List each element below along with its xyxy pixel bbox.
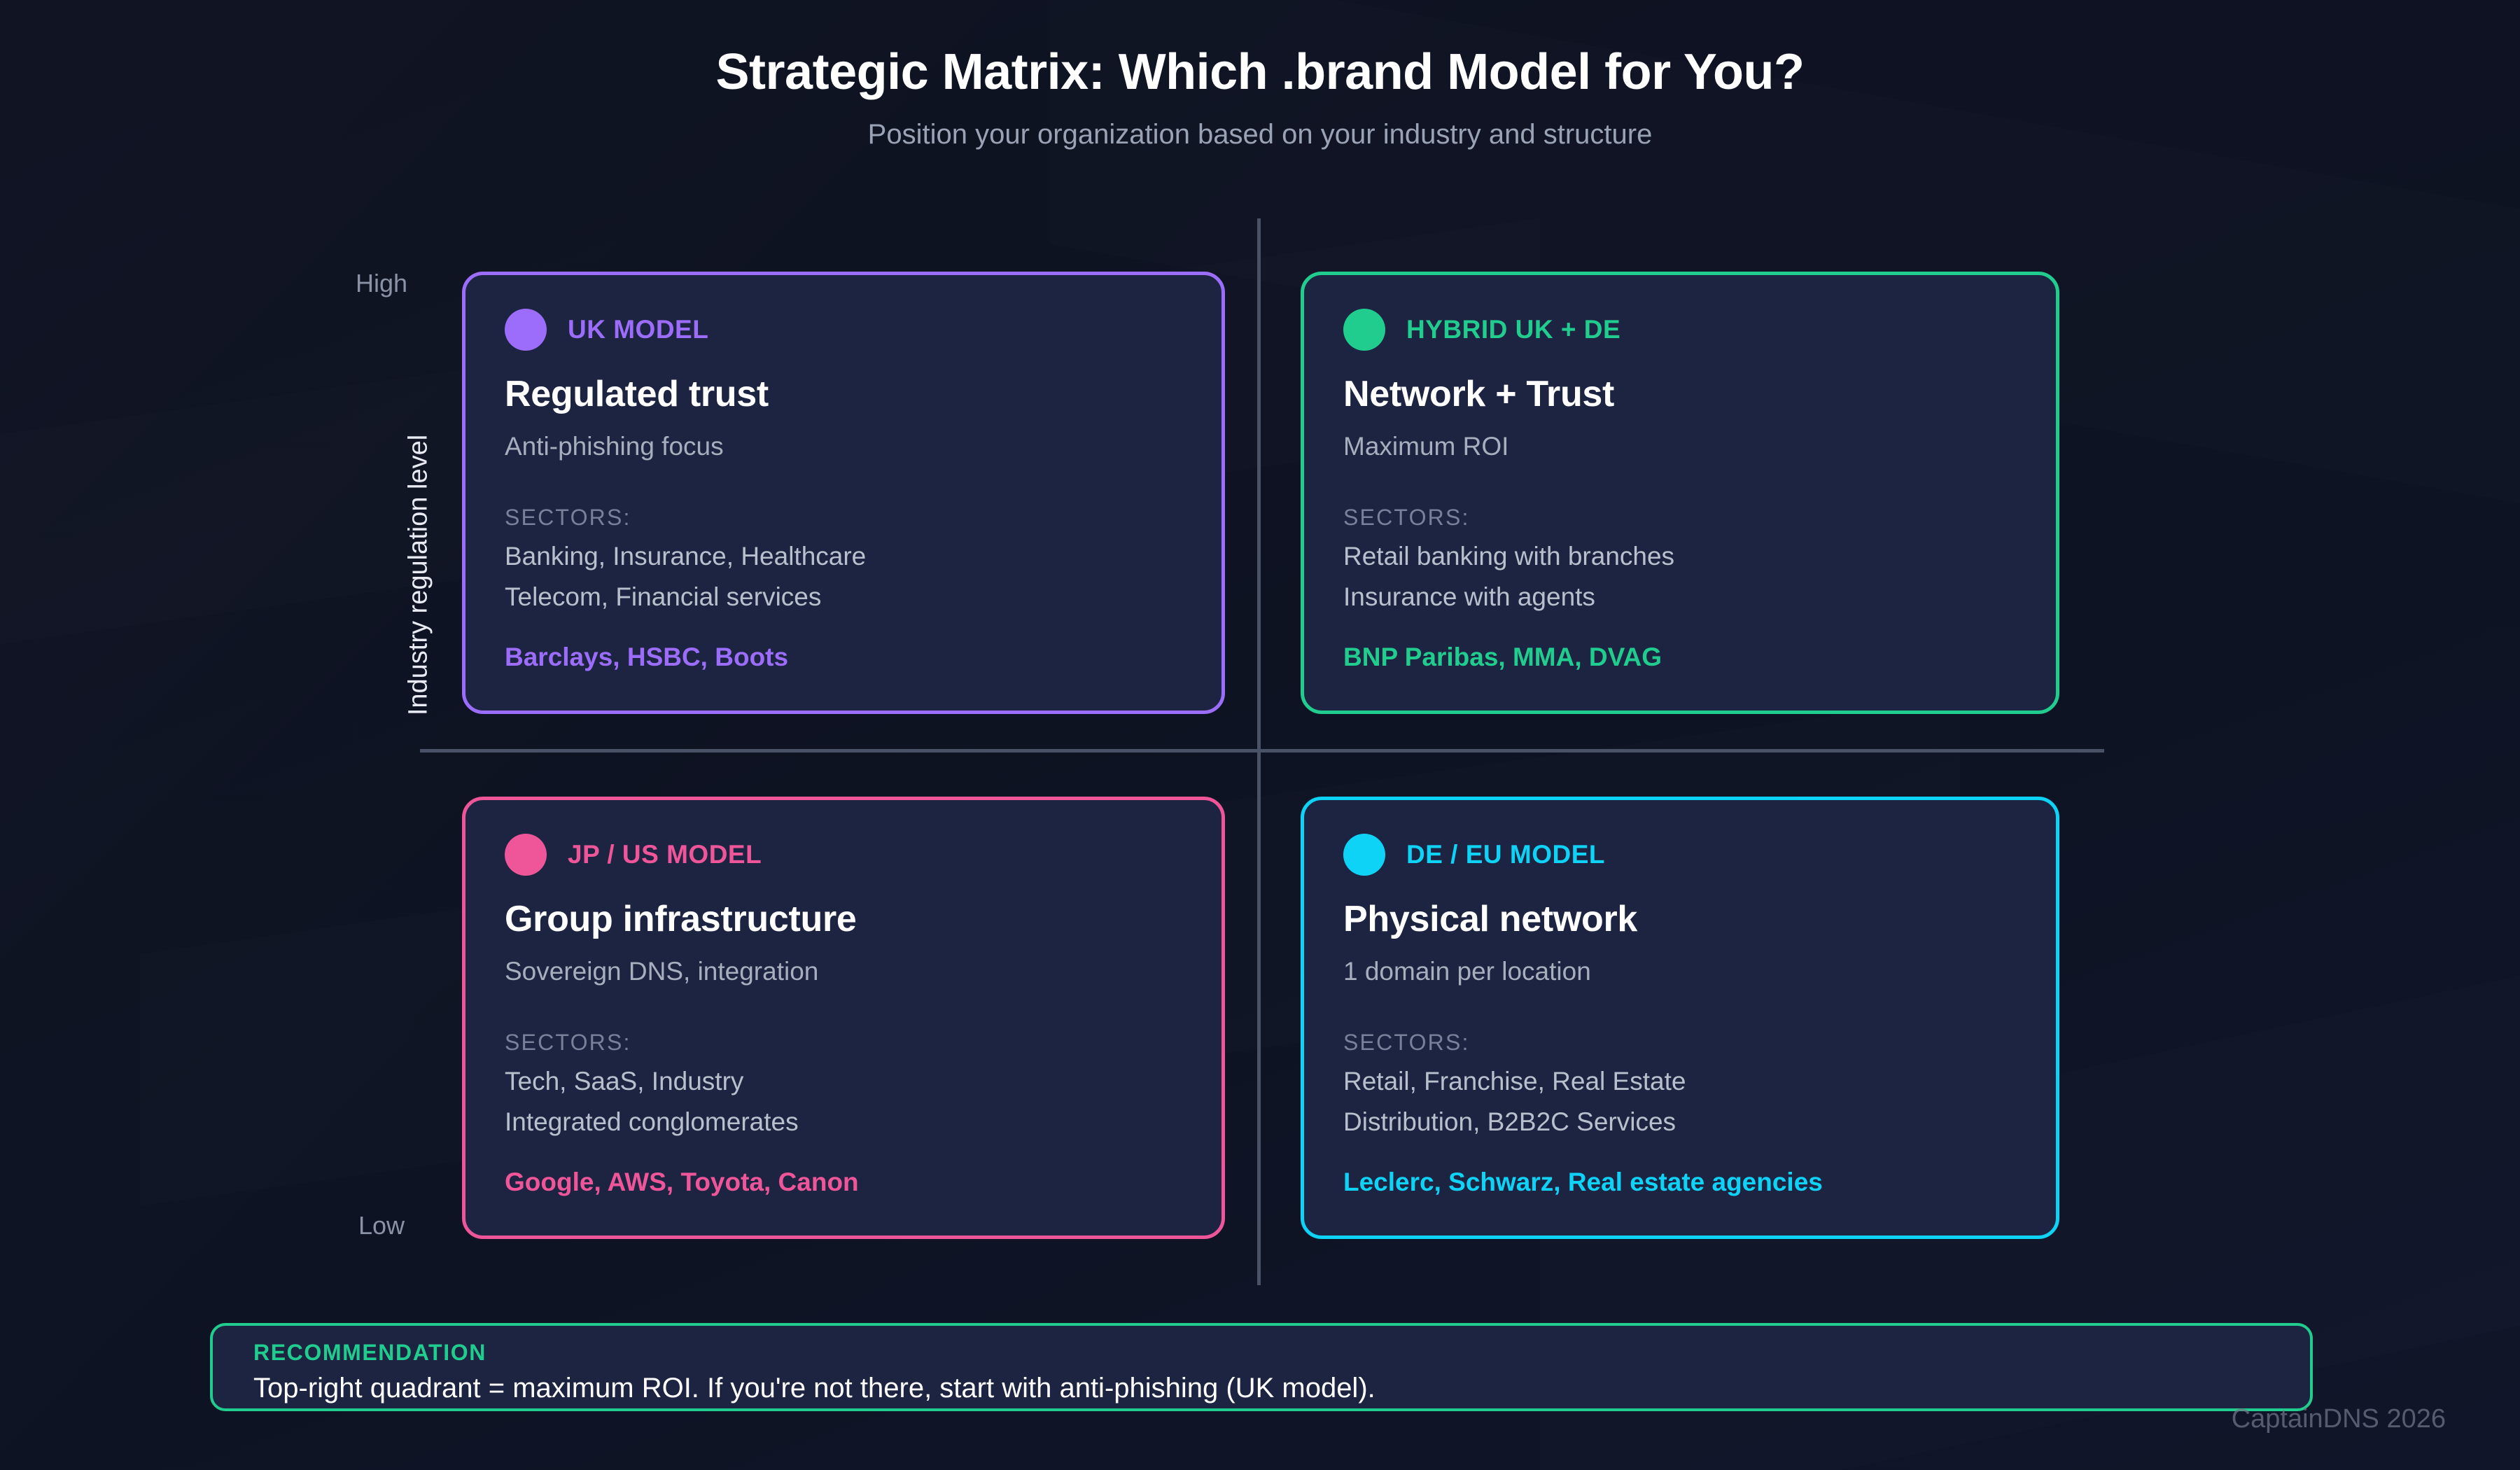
sector-line: Banking, Insurance, Healthcare [505,542,867,570]
sector-line: Retail banking with branches [1343,542,1675,570]
card-title: Regulated trust [505,374,769,414]
quadrant-card-uk[interactable]: UK MODEL Regulated trust Anti-phishing f… [462,272,1225,714]
status-dot-icon [505,834,547,876]
card-title: Group infrastructure [505,899,857,939]
sector-line: Retail, Franchise, Real Estate [1343,1067,1686,1096]
sector-line: Telecom, Financial services [505,582,822,611]
sectors-label: SECTORS: [505,1030,631,1055]
recommendation-text: Top-right quadrant = maximum ROI. If you… [253,1373,1376,1404]
card-brands: Barclays, HSBC, Boots [505,643,789,671]
sector-line: Integrated conglomerates [505,1107,799,1136]
card-header: DE / EU MODEL [1343,832,2017,877]
sector-line: Distribution, B2B2C Services [1343,1107,1676,1136]
card-tag: HYBRID UK + DE [1406,315,1621,344]
card-brands: Google, AWS, Toyota, Canon [505,1168,859,1196]
sector-line: Tech, SaaS, Industry [505,1067,744,1096]
card-tag: DE / EU MODEL [1406,840,1606,869]
quadrant-card-jpus[interactable]: JP / US MODEL Group infrastructure Sover… [462,797,1225,1239]
recommendation-label: RECOMMENDATION [253,1340,486,1365]
card-tag: UK MODEL [568,315,709,344]
status-dot-icon [505,309,547,351]
card-header: JP / US MODEL [505,832,1182,877]
sectors-label: SECTORS: [505,505,631,530]
card-brands: BNP Paribas, MMA, DVAG [1343,643,1662,671]
card-brands: Leclerc, Schwarz, Real estate agencies [1343,1168,1823,1196]
axis-tick-low: Low [358,1211,405,1240]
card-header: UK MODEL [505,307,1182,352]
quadrant-card-hybrid[interactable]: HYBRID UK + DE Network + Trust Maximum R… [1301,272,2059,714]
y-axis-label: Industry regulation level [403,434,433,716]
card-subtitle: 1 domain per location [1343,957,1591,986]
watermark: CaptainDNS 2026 [2231,1404,2446,1434]
axis-tick-high: High [356,269,408,298]
card-subtitle: Sovereign DNS, integration [505,957,819,986]
quadrant-divider-horizontal [420,749,2104,752]
page-title: Strategic Matrix: Which .brand Model for… [715,44,1805,100]
sector-line: Insurance with agents [1343,582,1595,611]
recommendation-banner: RECOMMENDATION Top-right quadrant = maxi… [210,1323,2313,1411]
sectors-label: SECTORS: [1343,505,1470,530]
page-subtitle: Position your organization based on your… [867,119,1653,150]
card-subtitle: Anti-phishing focus [505,432,724,461]
status-dot-icon [1343,834,1385,876]
card-title: Network + Trust [1343,374,1615,414]
card-title: Physical network [1343,899,1638,939]
sectors-label: SECTORS: [1343,1030,1470,1055]
header: Strategic Matrix: Which .brand Model for… [0,0,2520,150]
card-tag: JP / US MODEL [568,840,762,869]
status-dot-icon [1343,309,1385,351]
card-header: HYBRID UK + DE [1343,307,2017,352]
quadrant-card-deeu[interactable]: DE / EU MODEL Physical network 1 domain … [1301,797,2059,1239]
card-subtitle: Maximum ROI [1343,432,1509,461]
